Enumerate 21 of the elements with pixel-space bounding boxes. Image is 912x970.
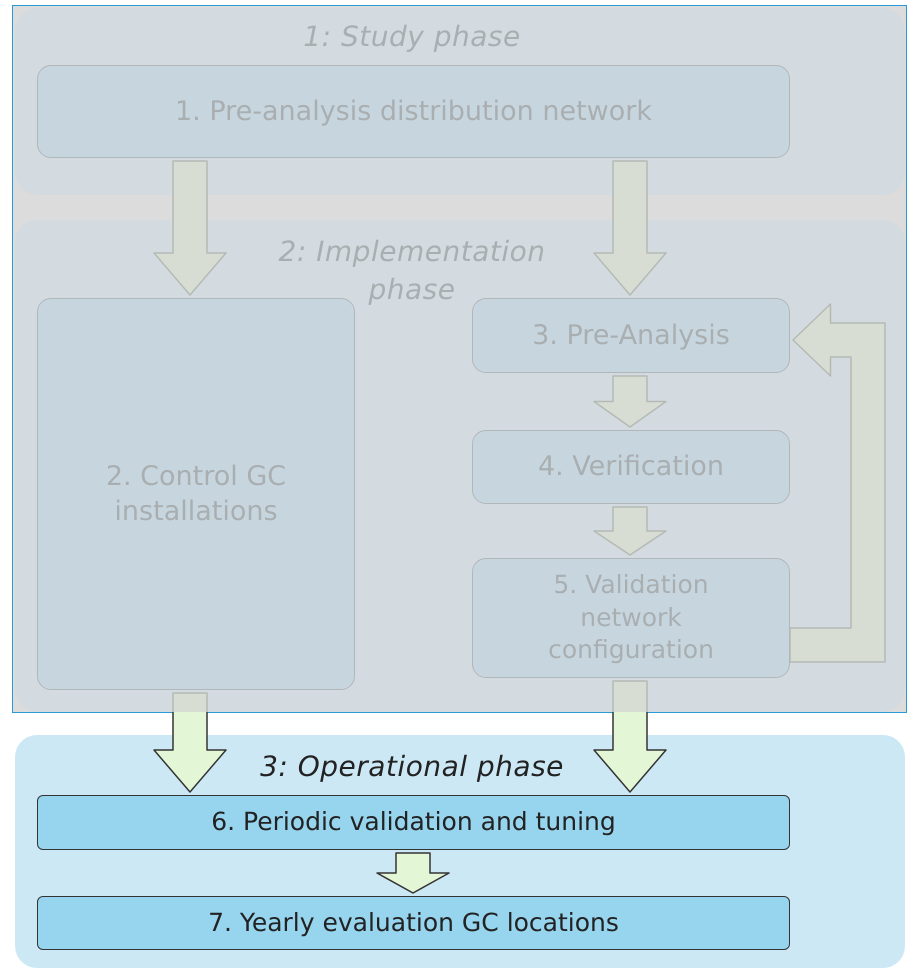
process-box bbox=[472, 298, 790, 373]
block-arrow bbox=[153, 692, 227, 793]
block-arrow bbox=[593, 680, 667, 793]
block-arrow bbox=[376, 852, 450, 894]
process-box bbox=[472, 430, 790, 504]
phase-band bbox=[15, 735, 905, 968]
block-arrow bbox=[593, 506, 667, 556]
process-box bbox=[37, 795, 790, 850]
step-label: 6. Periodic validation and tuning bbox=[211, 806, 616, 838]
block-arrow bbox=[789, 303, 886, 663]
phase-band bbox=[15, 220, 905, 712]
block-arrow bbox=[593, 160, 667, 296]
process-box bbox=[37, 298, 355, 690]
block-arrow bbox=[153, 160, 227, 296]
step-label: 7. Yearly evaluation GC locations bbox=[208, 906, 619, 939]
process-box bbox=[472, 558, 790, 678]
phase-title: 3: Operational phase bbox=[259, 749, 565, 785]
process-box bbox=[37, 65, 790, 158]
phase-band bbox=[15, 8, 905, 195]
block-arrow bbox=[593, 375, 667, 428]
process-box bbox=[37, 896, 790, 950]
